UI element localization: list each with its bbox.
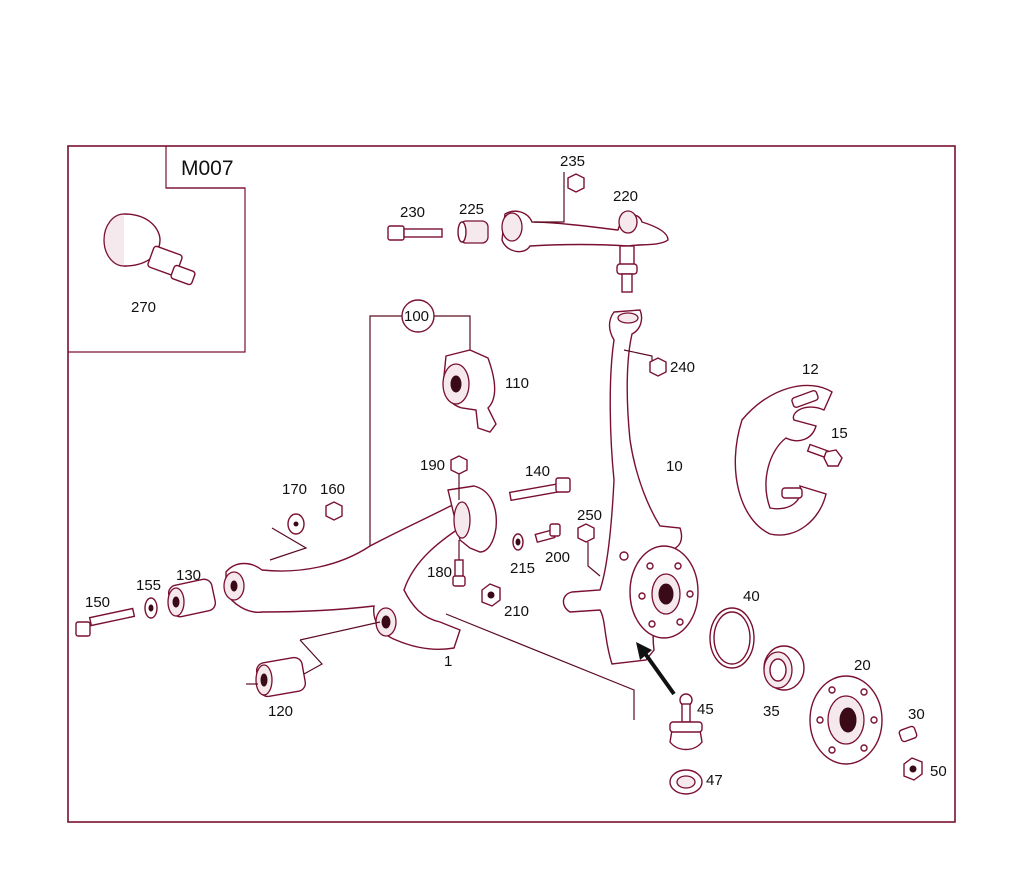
nut-250 bbox=[577, 523, 601, 577]
label-170: 170 bbox=[282, 481, 307, 498]
label-225: 225 bbox=[459, 201, 484, 218]
label-45: 45 bbox=[697, 701, 714, 718]
dust-shield bbox=[734, 384, 833, 536]
bushing-bracket-group bbox=[369, 299, 497, 560]
knuckle-flange bbox=[629, 545, 699, 639]
inset-code: M007 bbox=[181, 157, 234, 180]
label-230: 230 bbox=[400, 204, 425, 221]
label-110: 110 bbox=[505, 375, 529, 392]
label-160: 160 bbox=[320, 481, 345, 498]
label-12: 12 bbox=[802, 361, 819, 378]
ball-joint-45 bbox=[669, 693, 703, 751]
bushing-130 bbox=[167, 578, 217, 618]
label-270: 270 bbox=[131, 299, 156, 316]
label-15: 15 bbox=[831, 425, 848, 442]
bolt-15 bbox=[806, 443, 843, 467]
label-100: 100 bbox=[404, 308, 429, 325]
washer-215 bbox=[512, 533, 524, 551]
label-120: 120 bbox=[268, 703, 293, 720]
nut-50 bbox=[903, 757, 923, 781]
label-50: 50 bbox=[930, 763, 947, 780]
arrow-to-ball-joint bbox=[636, 642, 676, 696]
inset-box: M007 270 bbox=[68, 146, 246, 353]
upper-arm-group bbox=[387, 172, 669, 293]
label-1: 1 bbox=[444, 653, 452, 670]
lower-control-arm bbox=[223, 485, 497, 650]
label-35: 35 bbox=[763, 703, 780, 720]
label-155: 155 bbox=[136, 577, 161, 594]
nut-47 bbox=[669, 769, 703, 795]
washer-170 bbox=[269, 513, 308, 561]
nut-240 bbox=[649, 357, 667, 377]
nut-210 bbox=[481, 583, 501, 607]
snap-ring-40 bbox=[709, 607, 755, 669]
cv-joint-part bbox=[103, 213, 196, 286]
bearing-35 bbox=[763, 645, 805, 691]
label-130: 130 bbox=[176, 567, 201, 584]
diagram-frame bbox=[67, 145, 956, 823]
label-150: 150 bbox=[85, 594, 110, 611]
label-20: 20 bbox=[854, 657, 871, 674]
bushing-120 bbox=[246, 621, 381, 698]
nut-160 bbox=[325, 501, 343, 521]
wheel-hub-20 bbox=[809, 675, 883, 765]
washer-155 bbox=[144, 597, 158, 619]
label-40: 40 bbox=[743, 588, 760, 605]
label-240: 240 bbox=[670, 359, 695, 376]
leader-ball-joint bbox=[445, 613, 635, 720]
label-220: 220 bbox=[613, 188, 638, 205]
label-30: 30 bbox=[908, 706, 925, 723]
nut-190 bbox=[450, 455, 468, 500]
sleeve-30 bbox=[898, 725, 918, 743]
bolt-200 bbox=[534, 523, 561, 544]
label-215: 215 bbox=[510, 560, 535, 577]
label-235: 235 bbox=[560, 153, 585, 170]
label-210: 210 bbox=[504, 603, 529, 620]
bolt-180 bbox=[452, 540, 466, 587]
label-10: 10 bbox=[666, 458, 683, 475]
bolt-150 bbox=[75, 607, 136, 637]
label-180: 180 bbox=[427, 564, 452, 581]
label-190: 190 bbox=[420, 457, 445, 474]
bolt-140 bbox=[508, 477, 571, 502]
label-47: 47 bbox=[706, 772, 723, 789]
label-140: 140 bbox=[525, 463, 550, 480]
label-200: 200 bbox=[545, 549, 570, 566]
label-250: 250 bbox=[577, 507, 602, 524]
